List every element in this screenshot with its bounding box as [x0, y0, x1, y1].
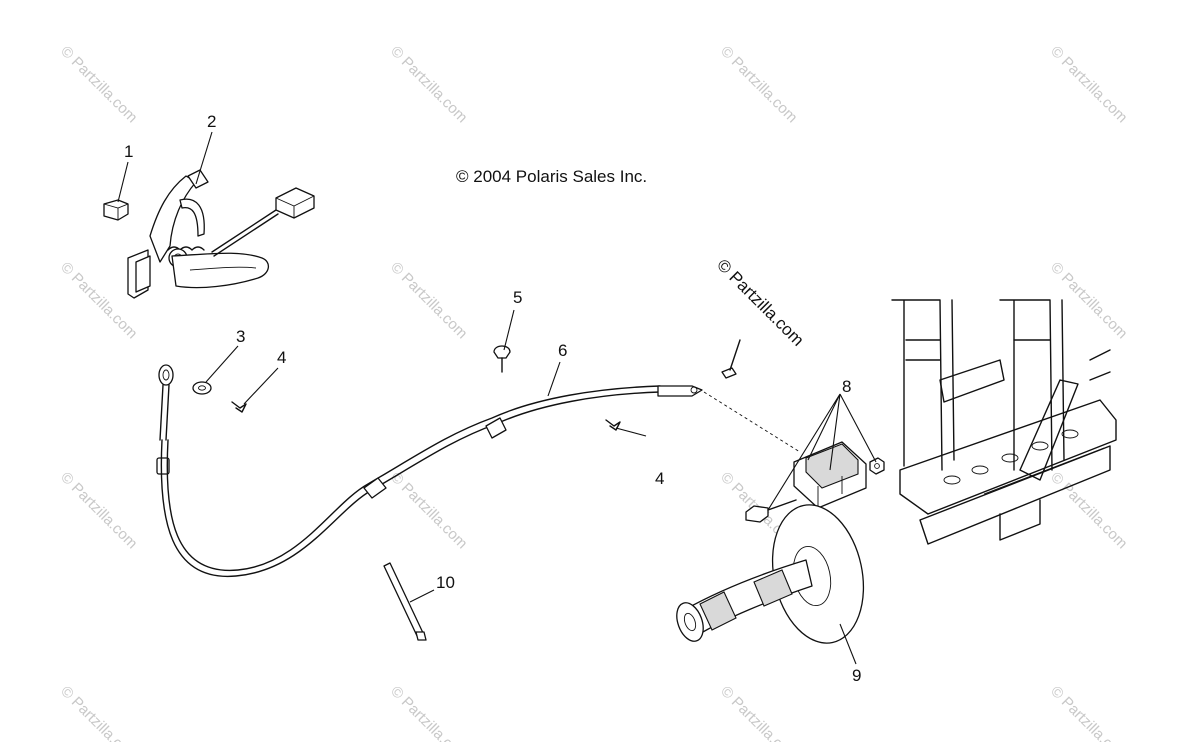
callout-numbers: 1 2 3 4 4 5 6 8 9 10: [124, 112, 861, 685]
part-5-push-clip: [493, 345, 511, 373]
callout-4-left: 4: [277, 348, 286, 367]
vehicle-frame: [891, 299, 1117, 545]
part-8-bolt: [745, 499, 797, 523]
watermark: © Partzilla.com: [387, 469, 470, 552]
part-1-bolt: [103, 199, 129, 221]
leader-lines: [117, 131, 877, 665]
callout-3: 3: [236, 327, 245, 346]
callout-9: 9: [852, 666, 861, 685]
part-9-brake-disc: [676, 504, 865, 644]
watermark: © Partzilla.com: [1047, 43, 1130, 126]
part-8-caliper-bracket: [793, 441, 867, 509]
watermark: © Partzilla.com: [717, 683, 800, 742]
callout-2: 2: [207, 112, 216, 131]
part-3-washer: [192, 381, 212, 395]
watermark: © Partzilla.com: [387, 683, 470, 742]
watermark: © Partzilla.com: [387, 259, 470, 342]
watermark: © Partzilla.com: [387, 43, 470, 126]
pin: [721, 339, 741, 379]
part-4-clip-right: [605, 419, 621, 431]
watermark: © Partzilla.com: [57, 43, 140, 126]
part-10-cable-tie: [383, 562, 427, 641]
watermark: © Partzilla.com: [717, 43, 800, 126]
watermark: © Partzilla.com: [1047, 683, 1130, 742]
callout-6: 6: [558, 341, 567, 360]
watermark: © Partzilla.com: [57, 469, 140, 552]
callout-10: 10: [436, 573, 455, 592]
callout-4-right: 4: [655, 469, 664, 488]
part-4-clip-left: [231, 401, 247, 413]
watermark: © Partzilla.com: [1047, 469, 1130, 552]
watermark-prominent: © Partzilla.com: [713, 255, 807, 349]
callout-8: 8: [842, 377, 851, 396]
callout-1: 1: [124, 142, 133, 161]
copyright-text: © 2004 Polaris Sales Inc.: [456, 167, 647, 186]
callout-5: 5: [513, 288, 522, 307]
watermark: © Partzilla.com: [57, 683, 140, 742]
part-8-nut: [869, 457, 885, 475]
watermark: © Partzilla.com: [1047, 259, 1130, 342]
part-2-brake-pedal: [127, 169, 315, 299]
part-6-brake-cable: [156, 364, 801, 578]
